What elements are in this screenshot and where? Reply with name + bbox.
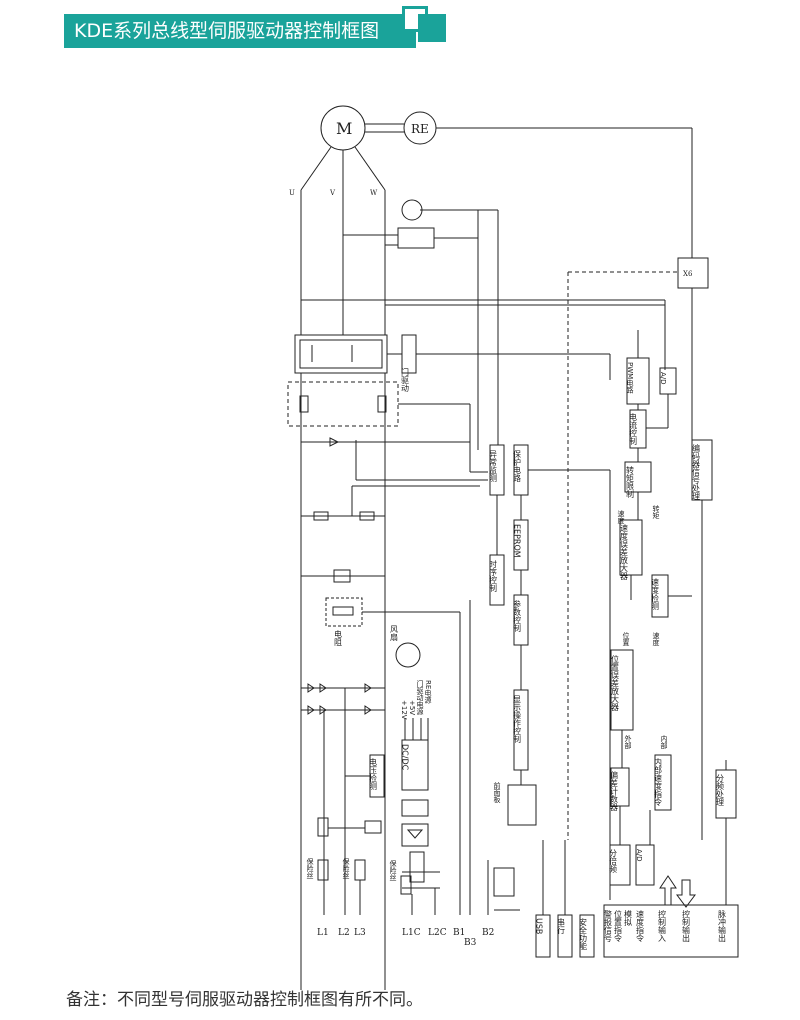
- terminal-b2: B2: [482, 928, 494, 938]
- page-title: KDE系列总线型伺服驱动器控制框图: [74, 20, 380, 42]
- gate-drive-label: 门驱动: [401, 367, 410, 393]
- title-decoration-outline: [402, 6, 428, 32]
- switch-position-label: 位置: [622, 631, 630, 646]
- fan-symbol: [395, 642, 421, 668]
- power-out-re: RE电源: [424, 680, 432, 704]
- terminal-l1c: L1C: [402, 928, 421, 938]
- terminal-l2: L2: [338, 928, 350, 938]
- divider-label: 分倍频: [609, 849, 618, 874]
- igbt-bridge: [294, 334, 388, 374]
- terminal-l1: L1: [317, 928, 329, 938]
- encoder-label: RE: [411, 122, 429, 136]
- io-control-out-label: 控制输出: [682, 909, 691, 943]
- timing-label: 时序控制: [489, 559, 498, 593]
- title-decoration-solid: [418, 14, 446, 42]
- fuse-label-3: 保险丝: [389, 859, 397, 881]
- io-pulse-out-label: 脉冲输出: [718, 909, 727, 943]
- phase-u-label: U: [289, 189, 295, 197]
- pwm-label: PWM电路: [626, 362, 634, 394]
- dev-counter-label: 偏差计数器: [610, 770, 619, 812]
- title-bar: [64, 14, 416, 48]
- torque-limit-label: 转矩限制: [626, 465, 635, 499]
- switch-internal-label: 内部: [660, 734, 668, 750]
- speed-detect-label: 速度检测: [651, 578, 660, 611]
- phase-w-label: W: [370, 189, 378, 197]
- internal-speed-label: 内部速度指令: [654, 757, 663, 807]
- abnormal-label: 异常监测: [489, 450, 498, 483]
- phase-v-label: V: [329, 189, 336, 197]
- terminal-l3: L3: [354, 928, 366, 938]
- x6-box: [677, 257, 709, 289]
- switch-torque-label: 转矩: [652, 504, 660, 520]
- voltage-detect-label: 电压检测: [369, 757, 378, 791]
- switch-speed-label: 速度: [617, 510, 625, 525]
- fan-label: 风扇: [390, 625, 399, 642]
- protect-label: 保护电路: [513, 449, 522, 482]
- dcdc-box: [401, 739, 429, 791]
- safety-label: 安全功能: [579, 917, 588, 951]
- fuse-label-2: 保险丝: [342, 857, 350, 879]
- power-out-5v: +5V: [408, 700, 416, 715]
- encoder-proc-label: 编码器信号处理: [692, 443, 701, 500]
- io-terminal-box: [603, 904, 739, 958]
- display-label: 显示操作控制: [513, 695, 522, 744]
- io-analog-label: 模拟: [624, 909, 633, 926]
- param-label: 参数控制: [513, 599, 522, 633]
- internal-speed-box: [654, 754, 672, 811]
- terminal-b3: B3: [464, 938, 477, 948]
- panel-label: 前面板: [493, 781, 501, 804]
- current-control-label: 电流控制: [629, 412, 638, 446]
- io-speed-cmd-label: 速度指令: [636, 910, 645, 943]
- usb-label: USB: [535, 918, 544, 934]
- switch-speed-label-2: 速度: [652, 632, 660, 647]
- front-panel-box: [507, 784, 537, 826]
- serial-label: 串行: [557, 918, 566, 935]
- power-out-gate: 门驱动电源: [416, 679, 424, 716]
- resistor-label: 电阻: [334, 629, 343, 647]
- terminal-l2c: L2C: [428, 928, 447, 938]
- switch-external-label: 外部: [624, 734, 632, 750]
- fuse-label-1: 保险丝: [306, 857, 314, 879]
- eeprom-label: EEPROM: [513, 524, 522, 558]
- terminal-b1: B1: [453, 928, 465, 938]
- freq-div-label: 分频处理: [716, 774, 725, 806]
- io-alarm-label: 警报信号: [604, 909, 613, 943]
- speed-amp-label: 速度误差放大器: [620, 524, 629, 581]
- power-out-12v: +12V: [400, 700, 408, 720]
- footnote: 备注：不同型号伺服驱动器控制框图有所不同。: [66, 990, 423, 1010]
- io-control-in-label: 控制输入: [658, 909, 667, 942]
- x6-label: X6: [683, 270, 693, 278]
- pos-amp-label: 位置误差放大器: [611, 654, 620, 712]
- ad2-box: [635, 844, 655, 886]
- motor-label: M: [336, 119, 352, 138]
- io-pos-cmd-label: 位置指令: [614, 909, 623, 943]
- ad1-label: A/D: [659, 372, 667, 385]
- dcdc-label: DC/DC: [401, 744, 410, 771]
- ad2-label: A/D: [635, 849, 643, 862]
- safety-box: [579, 914, 595, 958]
